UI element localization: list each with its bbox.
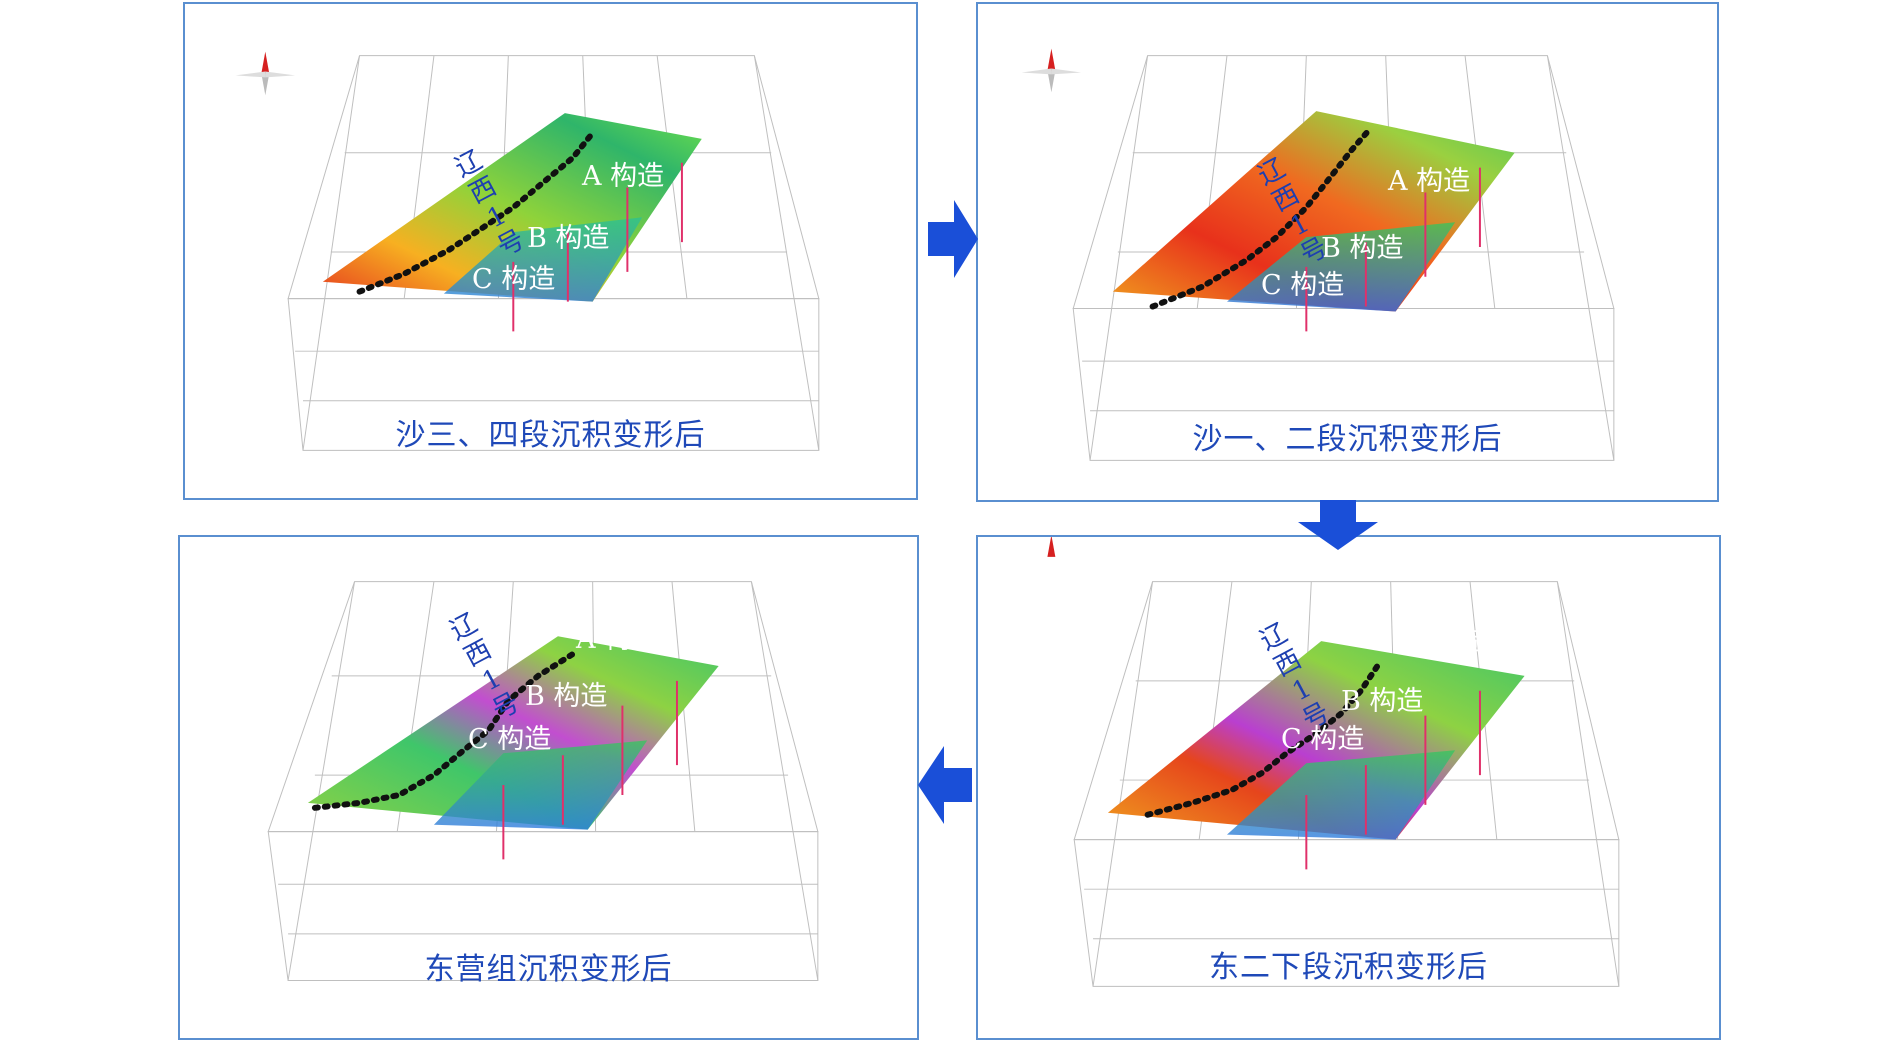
block-diagram-3d [267, 581, 819, 981]
horizon-surface-lower [1226, 750, 1456, 840]
horizon-surface-lower [1226, 222, 1456, 312]
fault-planes [1305, 690, 1481, 870]
horizon-surface-lower [433, 740, 648, 830]
structure-label-c: C 构造 [1281, 724, 1365, 755]
fault-trace [1149, 125, 1374, 310]
north-arrow-icon [1021, 48, 1082, 93]
fault-planes [512, 162, 683, 332]
grid-box [267, 581, 819, 981]
stage-caption: 东营组沉积变形后 [424, 952, 673, 987]
structure-label-c: C 构造 [1261, 270, 1345, 301]
structure-label-a: A 构造 [1388, 166, 1471, 197]
structure-label-a: A 构造 [582, 161, 665, 192]
fault-planes [1305, 167, 1481, 332]
stage-caption: 东二下段沉积变形后 [1209, 950, 1488, 985]
fault-trace [1144, 658, 1384, 818]
panel-stage-2: A 构造 B 构造 C 构造 辽西1号 沙一、二段沉积变形后 [976, 2, 1719, 502]
panel-stage-3: A 构造 B 构造 C 构造 辽西1号 东二下段沉积变形后 [976, 535, 1721, 1040]
stage-caption: 沙一、二段沉积变形后 [1192, 422, 1503, 457]
structure-label-a: A 构造 [576, 624, 659, 655]
arrow-left-icon [918, 746, 972, 824]
panel-stage-1: A 构造 B 构造 C 构造 辽西1号 沙三、四段沉积变形后 [183, 2, 918, 500]
structure-label-c: C 构造 [472, 264, 556, 295]
fault-planes [502, 680, 678, 860]
arrow-right-icon [928, 200, 978, 278]
stage-caption: 沙三、四段沉积变形后 [395, 418, 706, 453]
fault-trace [311, 651, 576, 811]
structure-label-c: C 构造 [468, 724, 552, 755]
structure-label-b: B 构造 [525, 681, 608, 712]
block-diagram-3d [1021, 48, 1615, 461]
structure-label-b: B 构造 [1341, 686, 1424, 717]
panel-stage-4: A 构造 B 构造 C 构造 辽西1号 东营组沉积变形后 [178, 535, 919, 1040]
north-arrow-icon [1047, 537, 1056, 557]
structure-label-b: B 构造 [1321, 233, 1404, 264]
north-arrow-icon [235, 51, 296, 96]
block-diagram-3d [235, 51, 820, 451]
block-diagram-3d [1047, 537, 1620, 987]
fault-trace [356, 129, 596, 295]
arrow-down-icon [1298, 500, 1378, 550]
structure-label-a: A 构造 [1398, 626, 1481, 657]
structure-label-b: B 构造 [527, 223, 610, 254]
horizon-surface-lower [443, 217, 643, 302]
